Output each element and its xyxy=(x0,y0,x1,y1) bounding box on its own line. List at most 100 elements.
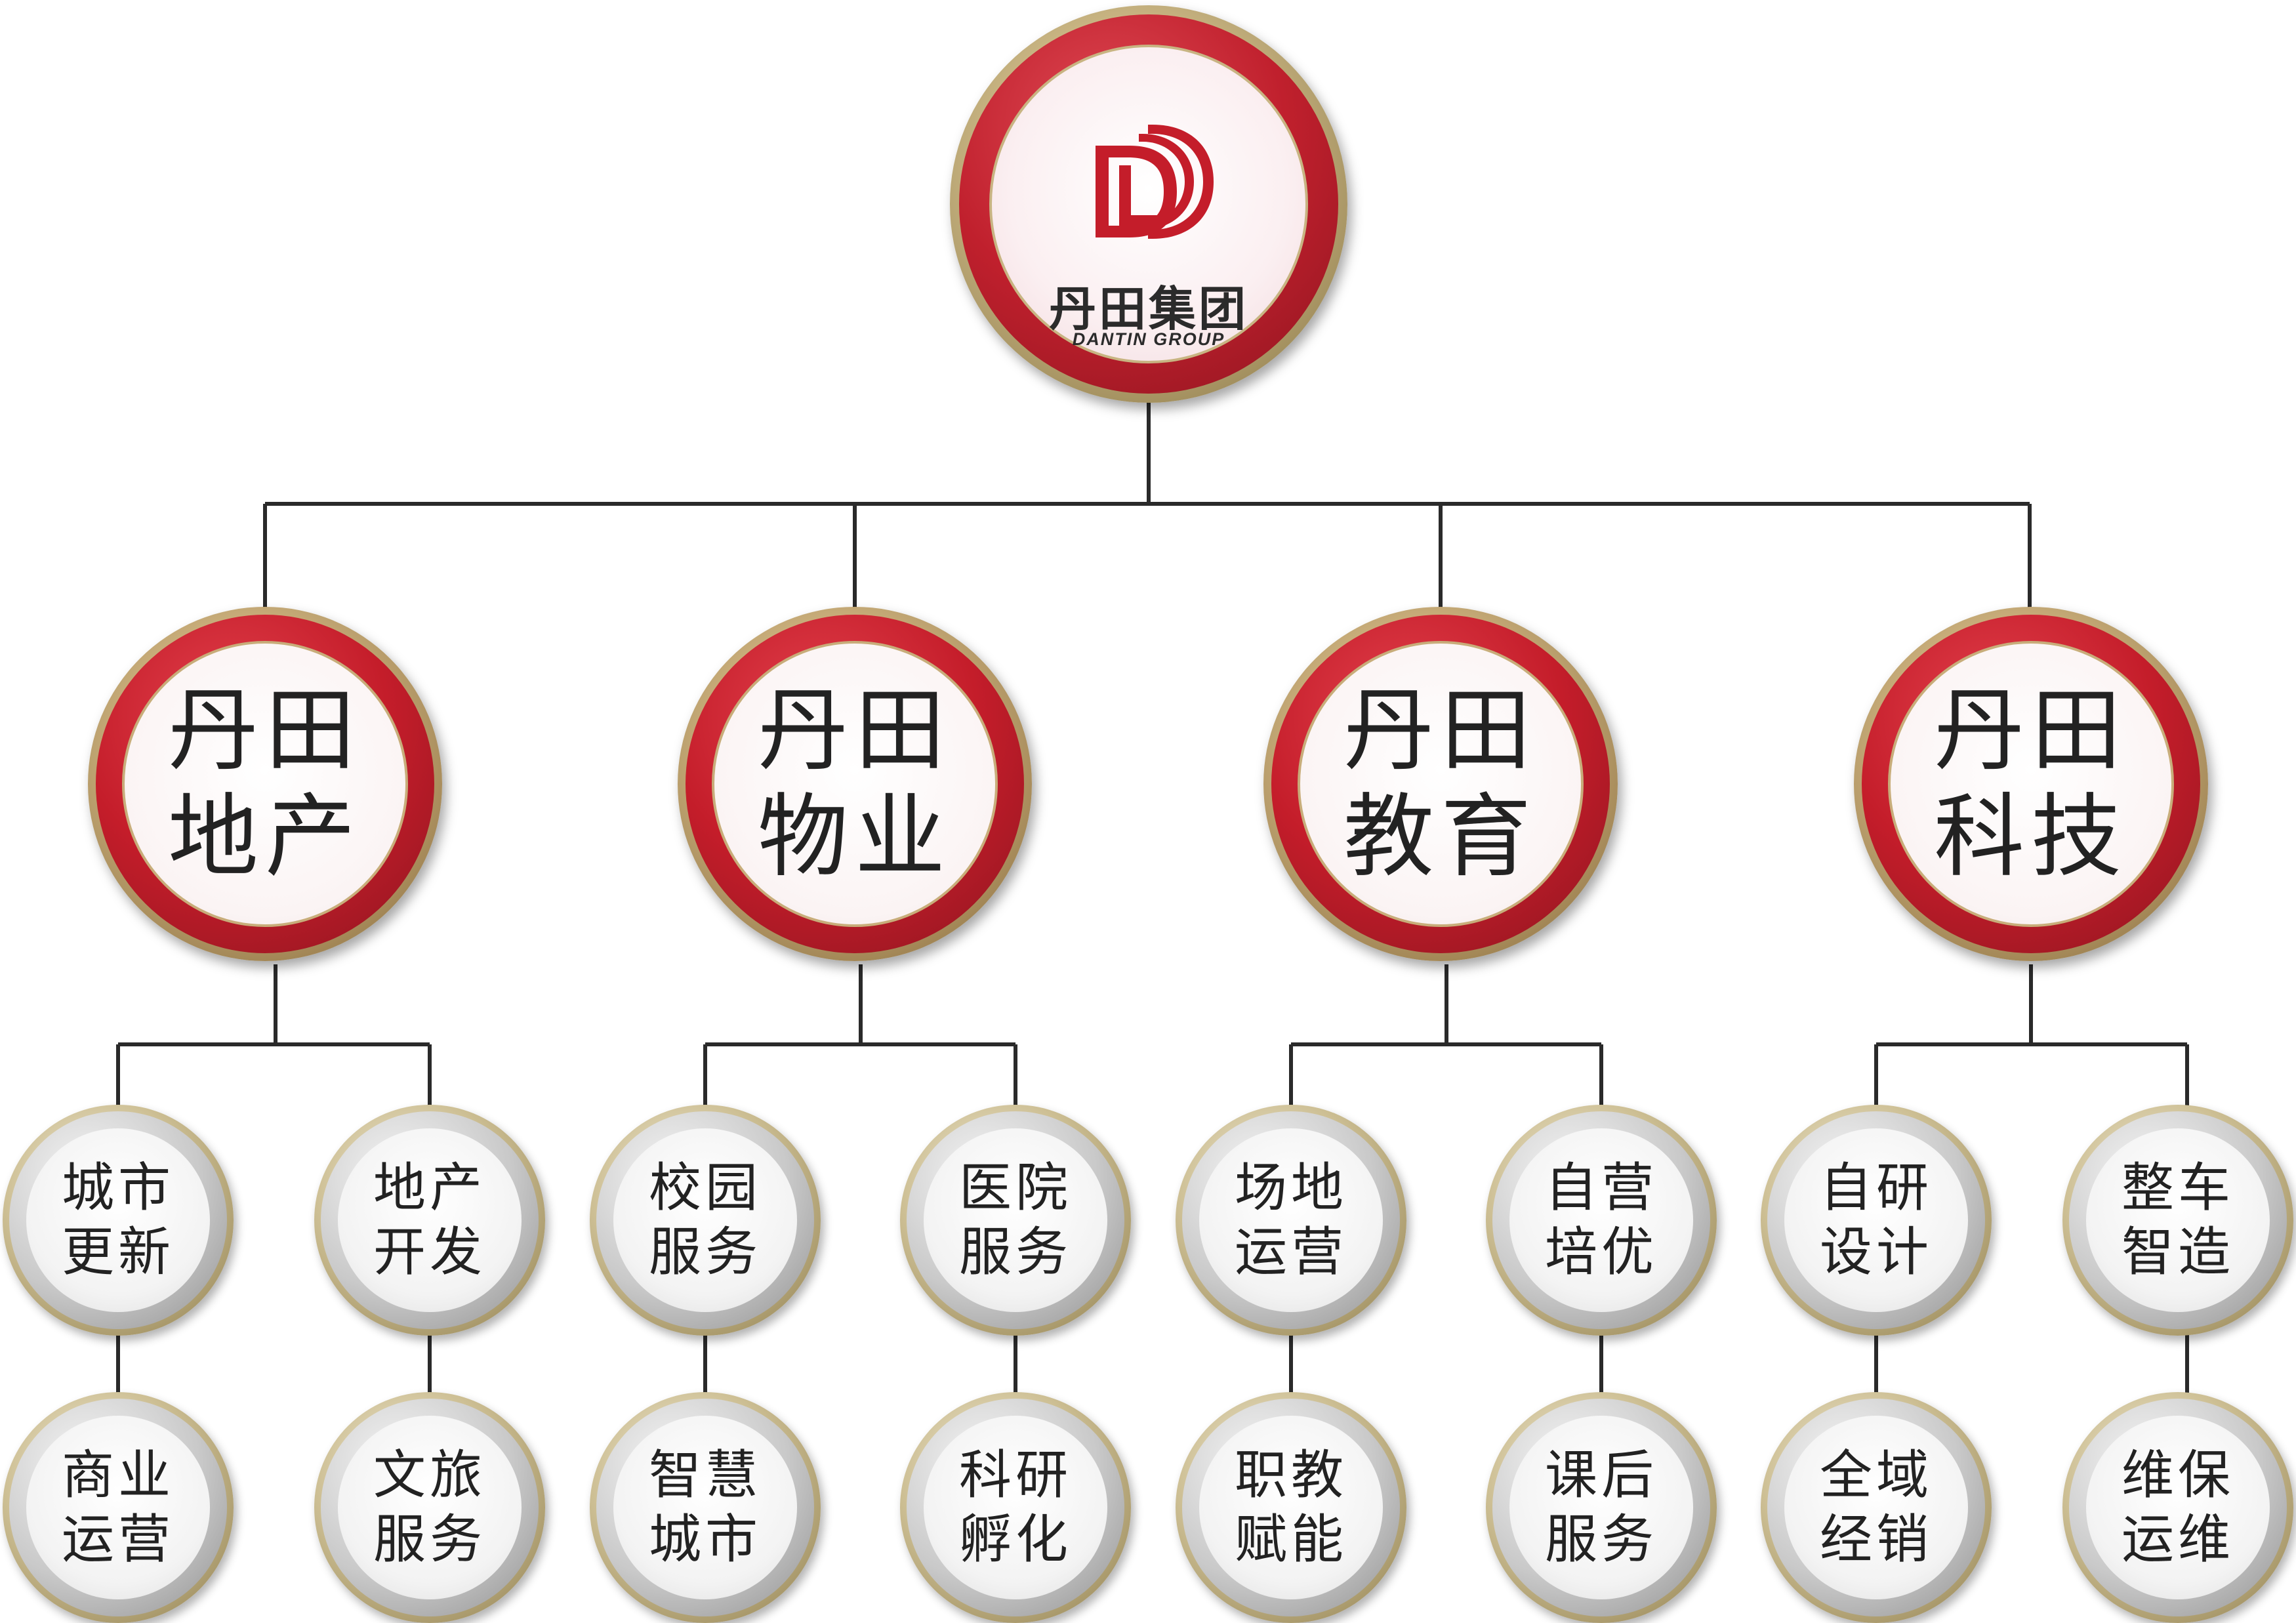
service-inner-disc xyxy=(26,1416,210,1599)
service-label-line2: 赋能 xyxy=(1235,1509,1347,1570)
division-node-education: 丹田 教育 xyxy=(1263,607,1618,961)
service-label: 智慧 城市 xyxy=(590,1443,821,1572)
service-node: 智慧 城市 xyxy=(590,1392,821,1623)
division-label: 丹田 科技 xyxy=(1891,678,2171,890)
service-label: 校园 服务 xyxy=(590,1156,821,1284)
service-label: 地产 开发 xyxy=(314,1156,545,1284)
service-node: 城市 更新 xyxy=(3,1105,234,1336)
service-inner-disc xyxy=(1199,1128,1383,1312)
service-label: 整车 智造 xyxy=(2062,1156,2293,1284)
service-label-line2: 经销 xyxy=(1820,1509,1933,1570)
service-label-line1: 文旅 xyxy=(373,1445,486,1506)
root-inner-disc: 丹田集团 DANTIN GROUP xyxy=(989,45,1308,363)
service-label-line2: 运营 xyxy=(1235,1222,1347,1283)
division-label: 丹田 地产 xyxy=(125,678,405,890)
service-inner-disc xyxy=(613,1416,797,1599)
service-label: 全域 经销 xyxy=(1761,1443,1992,1572)
service-label-line1: 医院 xyxy=(959,1157,1072,1218)
service-label-line2: 服务 xyxy=(649,1222,762,1283)
service-node: 科研 孵化 xyxy=(900,1392,1131,1623)
division-label-line1: 丹田 xyxy=(757,678,952,783)
service-label-line2: 服务 xyxy=(959,1222,1072,1283)
service-inner-disc xyxy=(338,1128,522,1312)
division-label-line2: 教育 xyxy=(1343,784,1538,890)
service-label: 职教 赋能 xyxy=(1176,1443,1406,1572)
service-inner-disc xyxy=(1784,1128,1968,1312)
service-label-line1: 城市 xyxy=(62,1157,174,1218)
service-inner-disc xyxy=(26,1128,210,1312)
service-label-line1: 维保 xyxy=(2122,1445,2234,1506)
division-inner-disc: 丹田 地产 xyxy=(122,641,408,927)
service-label: 城市 更新 xyxy=(3,1156,234,1284)
service-label-line1: 自营 xyxy=(1545,1157,1658,1218)
service-label: 课后 服务 xyxy=(1486,1443,1717,1572)
service-label-line2: 孵化 xyxy=(959,1509,1072,1570)
logo-chinese-name: 丹田集团 xyxy=(1048,281,1248,337)
service-inner-disc xyxy=(1509,1128,1693,1312)
service-label: 商业 运营 xyxy=(3,1443,234,1572)
service-label: 自研 设计 xyxy=(1761,1156,1992,1284)
service-inner-disc xyxy=(1199,1416,1383,1599)
division-label-line2: 物业 xyxy=(757,784,952,890)
service-label-line1: 全域 xyxy=(1820,1445,1933,1506)
service-label: 维保 运维 xyxy=(2062,1443,2293,1572)
division-label-line1: 丹田 xyxy=(167,678,362,783)
root-node-dantin-group: 丹田集团 DANTIN GROUP xyxy=(950,5,1347,403)
division-label-line1: 丹田 xyxy=(1933,678,2128,783)
service-node: 整车 智造 xyxy=(2062,1105,2293,1336)
service-inner-disc xyxy=(338,1416,522,1599)
service-node: 场地 运营 xyxy=(1176,1105,1406,1336)
service-inner-disc xyxy=(2086,1128,2270,1312)
service-node: 地产 开发 xyxy=(314,1105,545,1336)
service-label: 医院 服务 xyxy=(900,1156,1131,1284)
service-node: 职教 赋能 xyxy=(1176,1392,1406,1623)
service-label: 文旅 服务 xyxy=(314,1443,545,1572)
service-label-line1: 课后 xyxy=(1545,1445,1658,1506)
service-inner-disc xyxy=(613,1128,797,1312)
service-label-line2: 运维 xyxy=(2122,1509,2234,1570)
service-node: 全域 经销 xyxy=(1761,1392,1992,1623)
division-label: 丹田 教育 xyxy=(1300,678,1581,890)
service-node: 文旅 服务 xyxy=(314,1392,545,1623)
division-node-real-estate: 丹田 地产 xyxy=(88,607,442,961)
service-node: 商业 运营 xyxy=(3,1392,234,1623)
division-inner-disc: 丹田 科技 xyxy=(1888,641,2174,927)
service-inner-disc xyxy=(924,1416,1107,1599)
service-inner-disc xyxy=(1784,1416,1968,1599)
service-label-line2: 开发 xyxy=(373,1222,486,1283)
division-label: 丹田 物业 xyxy=(714,678,995,890)
service-label-line1: 校园 xyxy=(649,1157,762,1218)
service-node: 医院 服务 xyxy=(900,1105,1131,1336)
service-label-line2: 更新 xyxy=(62,1222,174,1283)
division-inner-disc: 丹田 物业 xyxy=(712,641,998,927)
service-label-line2: 服务 xyxy=(373,1509,486,1570)
service-label: 场地 运营 xyxy=(1176,1156,1406,1284)
service-label-line2: 设计 xyxy=(1820,1222,1933,1283)
service-node: 自研 设计 xyxy=(1761,1105,1992,1336)
division-node-property: 丹田 物业 xyxy=(678,607,1032,961)
service-inner-disc xyxy=(1509,1416,1693,1599)
service-label-line1: 地产 xyxy=(373,1157,486,1218)
service-inner-disc xyxy=(2086,1416,2270,1599)
division-node-technology: 丹田 科技 xyxy=(1854,607,2208,961)
service-label-line2: 服务 xyxy=(1545,1509,1658,1570)
service-node: 课后 服务 xyxy=(1486,1392,1717,1623)
division-label-line2: 科技 xyxy=(1933,784,2128,890)
service-label: 科研 孵化 xyxy=(900,1443,1131,1572)
service-node: 维保 运维 xyxy=(2062,1392,2293,1623)
service-label-line2: 城市 xyxy=(649,1509,762,1570)
service-label-line1: 自研 xyxy=(1820,1157,1933,1218)
service-label-line2: 运营 xyxy=(62,1509,174,1570)
service-label-line2: 培优 xyxy=(1545,1222,1658,1283)
service-label-line2: 智造 xyxy=(2122,1222,2234,1283)
division-inner-disc: 丹田 教育 xyxy=(1298,641,1584,927)
service-label-line1: 商业 xyxy=(62,1445,174,1506)
division-label-line2: 地产 xyxy=(167,784,362,890)
service-node: 自营 培优 xyxy=(1486,1105,1717,1336)
service-label-line1: 科研 xyxy=(959,1445,1072,1506)
service-label-line1: 职教 xyxy=(1235,1445,1347,1506)
service-node: 校园 服务 xyxy=(590,1105,821,1336)
logo-english-name: DANTIN GROUP xyxy=(1072,329,1225,349)
dl-monogram-logo-icon xyxy=(1096,125,1214,239)
